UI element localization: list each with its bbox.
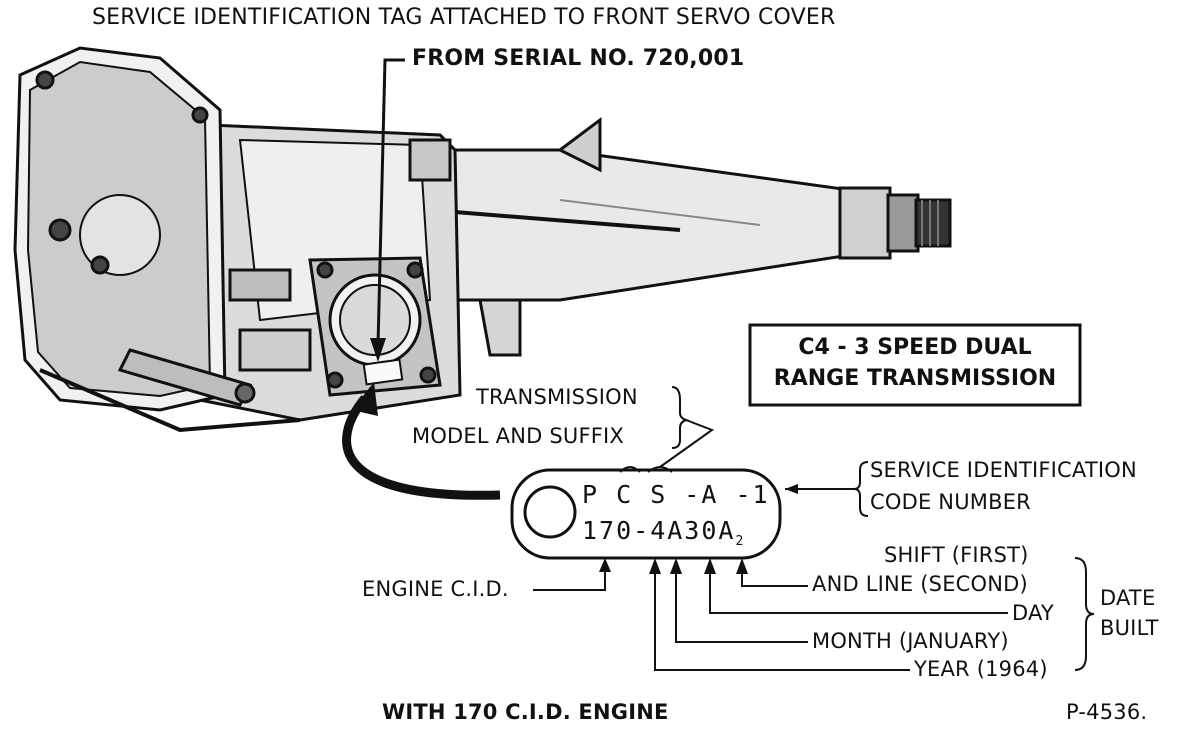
- figure-number: P-4536.: [1066, 700, 1148, 724]
- date-label: DATE: [1100, 586, 1156, 610]
- transmission-label: TRANSMISSION: [476, 385, 638, 409]
- shift-first-label: SHIFT (FIRST): [884, 543, 1029, 567]
- title-box: [748, 323, 1082, 407]
- tag-line-2: 170-4A30A2: [582, 516, 745, 549]
- month-label: MONTH (JANUARY): [812, 629, 1009, 653]
- bell-housing: [13, 46, 227, 412]
- title-box-line2: RANGE TRANSMISSION: [773, 366, 1057, 391]
- shift-linkage: [39, 348, 301, 433]
- tag-line-2-sub: 2: [735, 534, 746, 549]
- day-label: DAY: [1012, 601, 1054, 625]
- built-label: BUILT: [1100, 616, 1159, 640]
- service-code-leader: [785, 461, 869, 517]
- date-leaders: [649, 557, 1095, 671]
- serial-leader: [370, 58, 405, 362]
- extension-housing: [428, 117, 952, 357]
- top-title: SERVICE IDENTIFICATION TAG ATTACHED TO F…: [92, 5, 836, 30]
- model-suffix-label: MODEL AND SUFFIX: [412, 424, 625, 448]
- and-line-label: AND LINE (SECOND): [812, 572, 1028, 596]
- tag-callout-arrow: [342, 382, 501, 500]
- bottom-caption: WITH 170 C.I.D. ENGINE: [382, 700, 669, 724]
- service-code-label-2: CODE NUMBER: [870, 490, 1031, 514]
- tag-line-1: P C S -A -1: [582, 480, 770, 509]
- engine-cid-label: ENGINE C.I.D.: [362, 577, 509, 601]
- year-label: YEAR (1964): [914, 657, 1048, 681]
- service-code-label-1: SERVICE IDENTIFICATION: [870, 458, 1137, 482]
- identification-tag: [510, 468, 782, 560]
- front-servo-cover: [308, 256, 442, 397]
- tag-line-2-main: 170-4A30A: [582, 516, 736, 545]
- model-suffix-leader: [619, 386, 715, 473]
- engine-cid-leader: [533, 558, 611, 591]
- serial-caption: FROM SERIAL NO. 720,001: [412, 46, 745, 71]
- title-box-line1: C4 - 3 SPEED DUAL: [798, 335, 1032, 360]
